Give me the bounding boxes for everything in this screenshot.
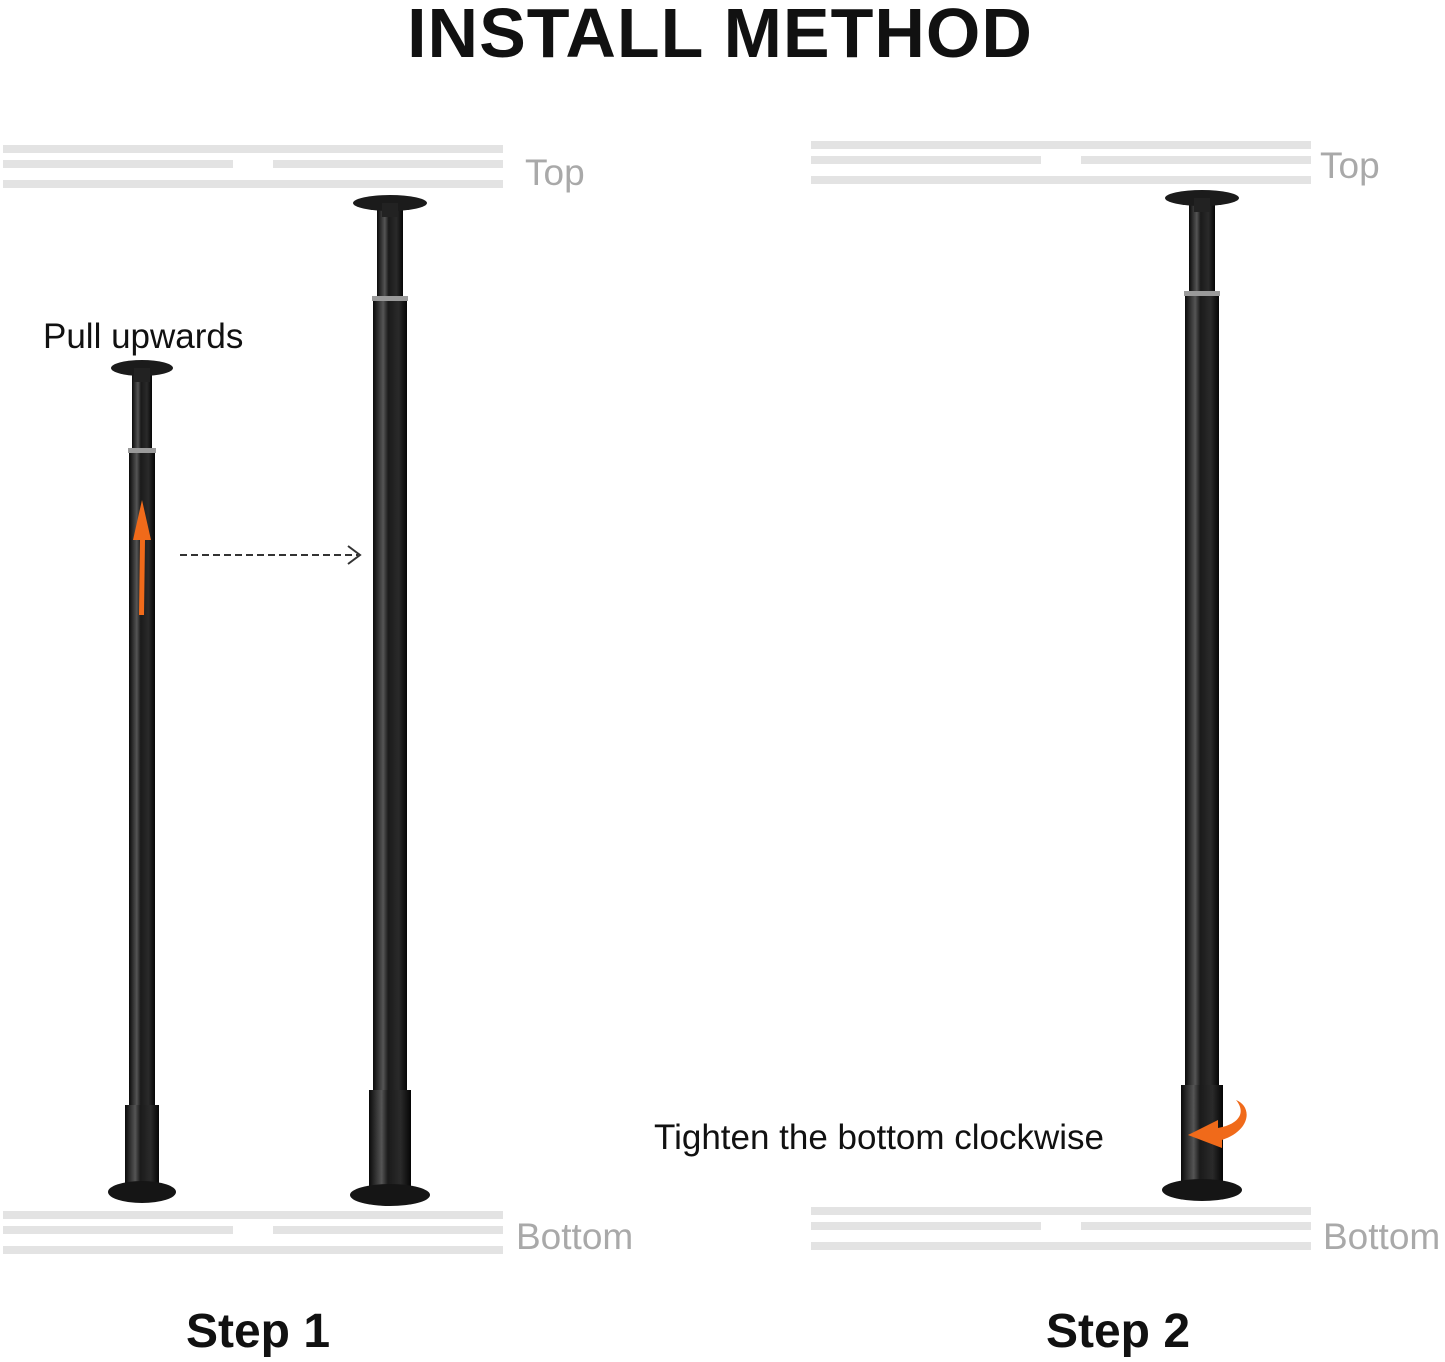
bottom-label-step1: Bottom	[516, 1216, 634, 1257]
step-2-label: Step 2	[1045, 1305, 1191, 1358]
step-1-label: Step 1	[185, 1305, 331, 1358]
base-foot	[350, 1184, 430, 1206]
floor-step1	[3, 1211, 503, 1254]
surface-line	[3, 1246, 503, 1254]
upper-tube	[132, 368, 152, 448]
surface-line	[811, 141, 1311, 149]
top-label-step2: Top	[1320, 145, 1380, 186]
main-tube	[373, 296, 407, 1090]
surface-line	[3, 180, 503, 188]
pole-short-step1	[108, 360, 176, 1203]
pole-tall-step1	[350, 195, 430, 1206]
surface-line	[811, 156, 1041, 164]
surface-line	[811, 176, 1311, 184]
pole-step2	[1162, 190, 1242, 1201]
tighten-note: Tighten the bottom clockwise	[654, 1118, 1105, 1157]
base-foot	[1162, 1179, 1242, 1201]
cap-neck	[382, 203, 398, 217]
surface-line	[3, 160, 233, 168]
surface-line	[1081, 1222, 1311, 1230]
surface-line	[811, 1207, 1311, 1215]
bottom-sleeve	[125, 1105, 159, 1192]
main-tube	[1185, 291, 1219, 1085]
surface-line	[811, 1222, 1041, 1230]
bottom-sleeve	[369, 1090, 411, 1195]
up-arrow-icon	[133, 500, 151, 615]
ceiling-step1	[3, 145, 503, 188]
surface-line	[3, 1226, 233, 1234]
surface-line	[811, 1242, 1311, 1250]
upper-tube	[377, 203, 403, 296]
bottom-label-step2: Bottom	[1323, 1216, 1441, 1257]
base-foot	[108, 1181, 176, 1203]
upper-tube	[1189, 198, 1215, 291]
top-label-step1: Top	[525, 152, 585, 193]
surface-line	[3, 1211, 503, 1219]
tube-ring	[1184, 291, 1220, 296]
surface-line	[273, 1226, 503, 1234]
tube-ring	[128, 448, 156, 453]
cap-neck	[134, 368, 150, 382]
surface-line	[1081, 156, 1311, 164]
ceiling-step2	[811, 141, 1311, 184]
tube-ring	[372, 296, 408, 301]
surface-line	[273, 160, 503, 168]
cap-neck	[1194, 198, 1210, 212]
clockwise-arrow-icon	[1188, 1100, 1247, 1148]
page-title: INSTALL METHOD	[407, 0, 1033, 72]
surface-line	[3, 145, 503, 153]
floor-step2	[811, 1207, 1311, 1250]
pull-upwards-note: Pull upwards	[43, 317, 244, 356]
dashed-arrow-head-icon	[347, 545, 362, 565]
